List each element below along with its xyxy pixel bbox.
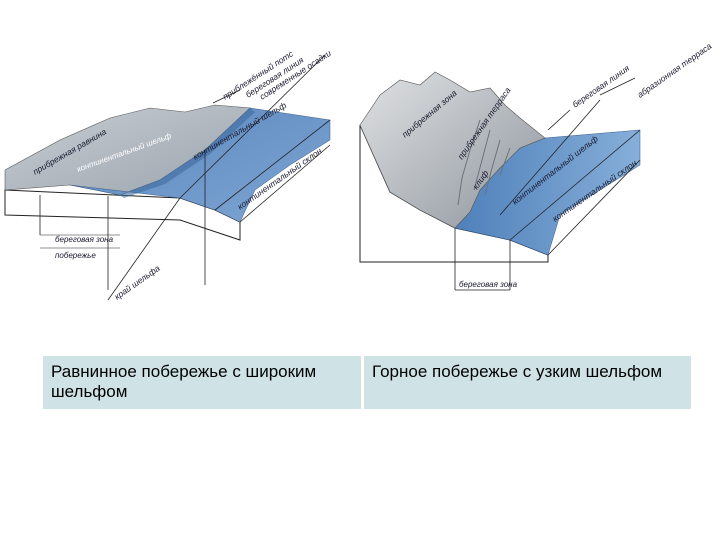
right-label-shoreline: береговая линия bbox=[570, 63, 631, 110]
right-label-abrasion-terrace: абразионная терраса bbox=[635, 41, 713, 100]
left-diagram: приблежённый потс береговая линия соврем… bbox=[4, 48, 333, 302]
caption-right: Горное побережье с узким шельфом bbox=[364, 356, 691, 409]
caption-left: Равнинное побережье с широким шельфом bbox=[43, 356, 364, 409]
left-label-coastal-zone: береговая зона bbox=[55, 235, 114, 244]
right-label-coastal-zone-box: береговая зона bbox=[459, 280, 518, 289]
left-label-shelf-edge: край шельфа bbox=[112, 263, 161, 302]
left-shore-strip bbox=[120, 108, 255, 198]
coastline-diagrams: приблежённый потс береговая линия соврем… bbox=[4, 41, 714, 302]
right-cliff-ridges bbox=[457, 119, 511, 206]
caption-table: Равнинное побережье с широким шельфом Го… bbox=[43, 356, 691, 409]
right-diagram: прибрежная зона прибрежная терраса берег… bbox=[359, 41, 714, 291]
left-label-beach: побережье bbox=[55, 251, 96, 260]
